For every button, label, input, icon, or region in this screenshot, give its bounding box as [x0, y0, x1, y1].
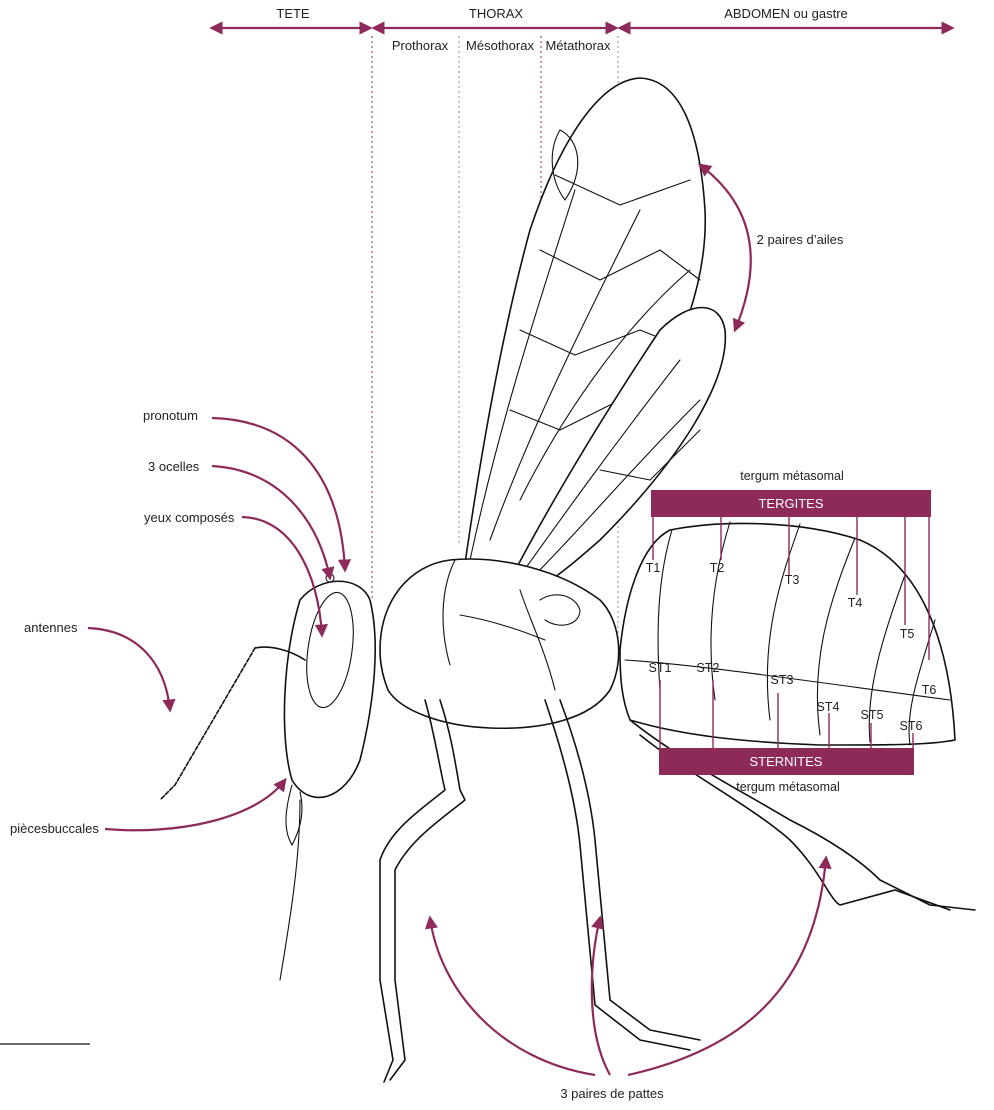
wings-arrow	[700, 165, 751, 330]
tergite-label: T6	[922, 683, 937, 697]
mesothorax-label: Mésothorax	[466, 38, 534, 53]
mouthparts-label: piècesbuccales	[10, 821, 99, 836]
mouthparts-arrow	[105, 780, 285, 830]
prothorax-label: Prothorax	[392, 38, 449, 53]
head-drawing	[160, 574, 375, 980]
region-arrows: TETE THORAX ABDOMEN ou gastre Prothorax …	[212, 6, 952, 53]
compound-eyes-label: yeux composés	[144, 510, 235, 525]
region-abdomen-label: ABDOMEN ou gastre	[724, 6, 848, 21]
region-thorax-label: THORAX	[469, 6, 524, 21]
ocelli-label: 3 ocelles	[148, 459, 200, 474]
antennae-arrow	[88, 628, 170, 710]
sternites-box-title: STERNITES	[750, 754, 823, 769]
wings-drawing	[462, 78, 725, 600]
antennae-label: antennes	[24, 620, 78, 635]
thorax-drawing	[380, 559, 619, 728]
legs-label: 3 paires de pattes	[560, 1086, 664, 1101]
tergite-label: T4	[848, 596, 863, 610]
sternite-label: ST4	[817, 700, 840, 714]
tergite-label: T1	[646, 561, 661, 575]
sternite-label: ST2	[697, 661, 720, 675]
tergite-label: T5	[900, 627, 915, 641]
pronotum-arrow	[212, 418, 345, 570]
sternite-label: ST5	[861, 708, 884, 722]
wings-label: 2 paires d’ailes	[757, 232, 844, 247]
sternite-label: ST1	[649, 661, 672, 675]
sternite-label: ST6	[900, 719, 923, 733]
legs-arrow-hind	[628, 858, 826, 1075]
legs-arrow-front	[430, 918, 595, 1075]
region-head-label: TETE	[276, 6, 310, 21]
tergum-metasomal-bottom-label: tergum métasomal	[736, 780, 840, 794]
pronotum-label: pronotum	[143, 408, 198, 423]
tergum-metasomal-top-label: tergum métasomal	[740, 469, 844, 483]
sternite-label: ST3	[771, 673, 794, 687]
tergite-label: T2	[710, 561, 725, 575]
tergites-box-title: TERGITES	[758, 496, 823, 511]
tergite-label: T3	[785, 573, 800, 587]
metathorax-label: Métathorax	[545, 38, 611, 53]
